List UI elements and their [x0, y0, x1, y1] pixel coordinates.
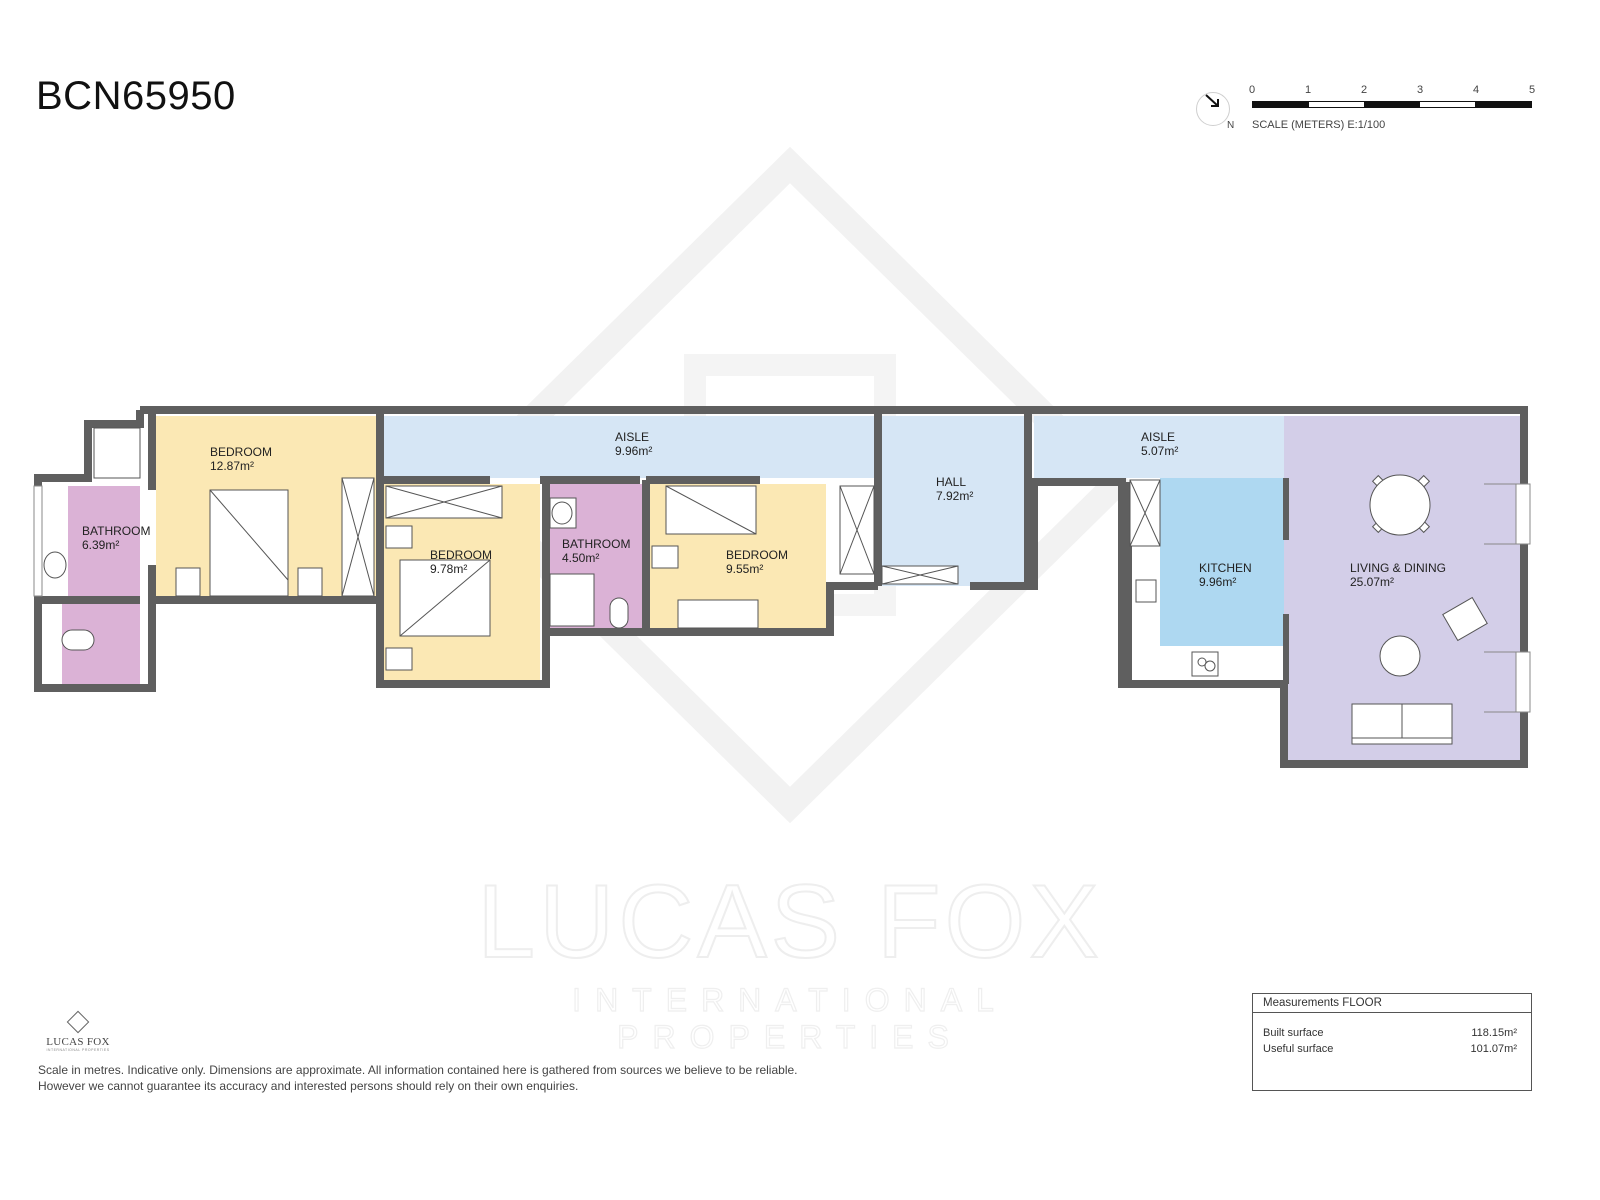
measurements-title: Measurements FLOOR [1253, 994, 1531, 1013]
nightstand-icon [651, 545, 679, 569]
measurement-row: Useful surface 101.07m² [1253, 1041, 1531, 1057]
scale-tick: 1 [1304, 84, 1312, 96]
scale-bar [1252, 101, 1532, 108]
measurement-label: Useful surface [1263, 1043, 1334, 1055]
room-name-bedroom-3: BEDROOM [726, 548, 788, 562]
measurement-value: 118.15m² [1471, 1027, 1517, 1039]
bed-icon [209, 489, 289, 597]
nightstand-icon [385, 525, 413, 549]
room-area-aisle-1: 9.96m² [615, 444, 652, 458]
scale-tick: 0 [1248, 84, 1256, 96]
scale-tick: 2 [1360, 84, 1368, 96]
room-name-aisle-1: AISLE [615, 430, 649, 444]
room-area-bedroom-2: 9.78m² [430, 562, 467, 576]
disclaimer-line-2: However we cannot guarantee its accuracy… [38, 1079, 579, 1093]
room-labels: BEDROOM 12.87m² BATHROOM 6.39m² AISLE 9.… [82, 430, 1446, 589]
compass [1196, 92, 1230, 126]
disclaimer: Scale in metres. Indicative only. Dimens… [38, 1062, 798, 1094]
room-area-bedroom-1: 12.87m² [210, 459, 254, 473]
logo-subtitle: INTERNATIONAL PROPERTIES [46, 1048, 110, 1052]
diamond-logo-icon [66, 1010, 90, 1034]
room-fill-bathroom-1 [68, 486, 140, 598]
shower-icon [93, 427, 141, 479]
room-name-kitchen: KITCHEN [1199, 561, 1252, 575]
scale-ticks: 0 1 2 3 4 5 [1248, 84, 1538, 96]
furniture [43, 427, 1488, 745]
brand-logo: LUCAS FOX INTERNATIONAL PROPERTIES [38, 1010, 118, 1052]
room-area-bathroom-2: 4.50m² [562, 551, 599, 565]
north-arrow-icon [1205, 94, 1219, 107]
room-area-bedroom-3: 9.55m² [726, 562, 763, 576]
room-name-bedroom-1: BEDROOM [210, 445, 272, 459]
room-area-kitchen: 9.96m² [1199, 575, 1236, 589]
scale-tick: 3 [1416, 84, 1424, 96]
measurements-table: Measurements FLOOR Built surface 118.15m… [1252, 993, 1532, 1091]
room-area-bathroom-1: 6.39m² [82, 538, 119, 552]
property-reference: BCN65950 [36, 74, 236, 118]
nightstand-icon [297, 567, 323, 597]
room-fill-aisle-1 [384, 416, 876, 478]
disclaimer-line-1: Scale in metres. Indicative only. Dimens… [38, 1063, 798, 1077]
nightstand-icon [385, 647, 413, 671]
room-name-bedroom-2: BEDROOM [430, 548, 492, 562]
scale-tick: 4 [1472, 84, 1480, 96]
windows [33, 483, 1531, 713]
coffee-table-icon [1379, 635, 1421, 677]
room-name-hall: HALL [936, 475, 966, 489]
kitchen-sink-icon [1135, 579, 1157, 603]
toilet-icon [61, 629, 95, 651]
scale-tick: 5 [1528, 84, 1536, 96]
room-fill-aisle-2 [1034, 416, 1284, 478]
nightstand-icon [175, 567, 201, 597]
room-area-hall: 7.92m² [936, 489, 973, 503]
desk-icon [677, 599, 759, 629]
armchair-icon [1442, 596, 1488, 642]
logo-name: LUCAS FOX [46, 1036, 110, 1048]
room-area-living-dining: 25.07m² [1350, 575, 1394, 589]
room-name-aisle-2: AISLE [1141, 430, 1175, 444]
walls [34, 406, 1528, 768]
measurement-row: Built surface 118.15m² [1253, 1025, 1531, 1041]
shower-tray-icon [549, 573, 595, 627]
room-name-living-dining: LIVING & DINING [1350, 561, 1446, 575]
room-area-aisle-2: 5.07m² [1141, 444, 1178, 458]
measurement-label: Built surface [1263, 1027, 1324, 1039]
measurement-value: 101.07m² [1470, 1043, 1517, 1055]
toilet-icon [609, 597, 629, 629]
sink-icon [43, 551, 67, 579]
scale-legend: N 0 1 2 3 4 5 SCALE (METERS) E:1/100 [1196, 80, 1586, 140]
room-fill-kitchen [1160, 478, 1284, 646]
dining-table-icon [1369, 474, 1431, 536]
room-name-bathroom-1: BATHROOM [82, 524, 150, 538]
scale-caption: SCALE (METERS) E:1/100 [1252, 119, 1386, 131]
room-name-bathroom-2: BATHROOM [562, 537, 630, 551]
room-fill-hall [880, 416, 1026, 586]
compass-label: N [1227, 120, 1235, 131]
room-fill-living [1284, 416, 1520, 760]
